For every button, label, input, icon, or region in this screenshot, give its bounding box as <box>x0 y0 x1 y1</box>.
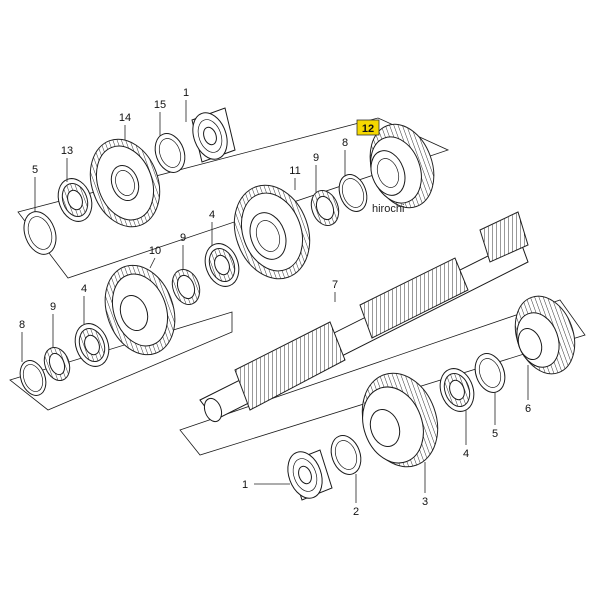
callout-1-bottom: 1 <box>242 479 248 491</box>
part-gear-6 <box>514 295 576 375</box>
callout-2: 2 <box>353 506 359 518</box>
part-main-shaft-7 <box>199 211 529 423</box>
callout-8-left: 8 <box>19 319 25 331</box>
part-snap-ring-8-top <box>338 174 368 212</box>
part-needle-bearing-13 <box>57 178 93 222</box>
part-ring-5-right <box>474 353 506 393</box>
callout-14: 14 <box>119 112 131 124</box>
callout-5-top: 5 <box>32 164 38 176</box>
part-gear-3 <box>361 372 439 468</box>
part-ball-bearing-1-top <box>191 107 236 163</box>
frame-upper-group <box>17 117 450 279</box>
part-ring-2 <box>330 435 362 475</box>
callout-4-bottom: 4 <box>463 448 469 460</box>
callout-10: 10 <box>149 245 161 257</box>
callout-3: 3 <box>422 496 428 508</box>
part-gear-10 <box>104 264 176 356</box>
part-ring-15 <box>154 133 186 173</box>
part-snap-ring-5-top <box>23 211 57 255</box>
part-needle-bearing-4-left <box>74 323 110 367</box>
part-ball-bearing-1-bottom <box>287 449 333 501</box>
callout-9-mid: 9 <box>180 232 186 244</box>
frame-lower-group <box>179 299 586 456</box>
callout-9-top: 9 <box>313 152 319 164</box>
callout-8-top: 8 <box>342 137 348 149</box>
callout-6: 6 <box>525 403 531 415</box>
watermark-text: hirochi <box>372 203 404 215</box>
part-cage-9-top <box>310 190 340 226</box>
part-gear-14 <box>89 138 161 228</box>
callout-15: 15 <box>154 99 166 111</box>
part-gear-11 <box>233 184 311 280</box>
callout-4-left: 4 <box>81 283 87 295</box>
part-snap-ring-8-left <box>19 360 47 396</box>
callout-9-left: 9 <box>50 301 56 313</box>
callout-1-top: 1 <box>183 87 189 99</box>
part-cage-9-mid <box>171 269 201 305</box>
callout-12: 12 <box>362 123 374 135</box>
callout-5-right: 5 <box>492 428 498 440</box>
callout-7: 7 <box>332 279 338 291</box>
callout-13: 13 <box>61 145 73 157</box>
callout-11: 11 <box>289 165 300 177</box>
part-needle-bearing-4-mid <box>204 243 240 287</box>
leader-lines <box>21 100 529 503</box>
callout-4-mid: 4 <box>209 209 215 221</box>
part-gear-12 <box>369 123 435 209</box>
part-needle-bearing-4-bottom <box>439 368 475 412</box>
part-cage-9-left <box>43 347 71 381</box>
callout-12-highlight <box>356 119 380 136</box>
